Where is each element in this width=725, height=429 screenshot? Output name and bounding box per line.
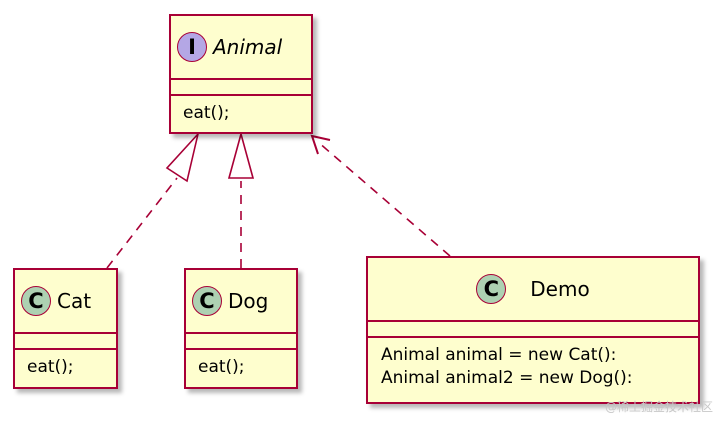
attributes-divider — [171, 78, 311, 94]
class-demo-method-2: Animal animal2 = new Dog(): — [381, 368, 633, 388]
class-badge-icon: C — [476, 274, 507, 304]
interface-animal-header: I Animal — [171, 16, 311, 78]
dog-realization-arrowhead — [227, 130, 255, 179]
class-cat[interactable]: C Cat eat(); — [13, 268, 118, 389]
class-cat-name: Cat — [57, 289, 92, 313]
class-cat-method: eat(); — [27, 357, 74, 377]
attributes-divider — [368, 320, 698, 336]
class-demo-name: Demo — [530, 277, 590, 301]
class-dog[interactable]: C Dog eat(); — [184, 268, 298, 389]
class-demo-method-1: Animal animal = new Cat(): — [381, 345, 617, 365]
class-dog-name: Dog — [228, 289, 269, 313]
demo-dependency-line — [317, 141, 451, 257]
interface-animal[interactable]: I Animal eat(); — [169, 14, 313, 134]
watermark: @稀土掘金技术社区 — [604, 400, 713, 414]
class-badge-icon: C — [192, 286, 222, 316]
methods-divider — [15, 348, 116, 350]
cat-realization-arrowhead — [165, 131, 200, 183]
interface-animal-method: eat(); — [183, 103, 230, 123]
class-demo[interactable]: C Demo Animal animal = new Cat(): Animal… — [366, 256, 700, 404]
cat-realization-line — [106, 177, 178, 269]
class-demo-header: C Demo — [368, 258, 698, 320]
class-cat-header: C Cat — [15, 270, 116, 332]
methods-divider — [368, 336, 698, 338]
interface-badge-icon: I — [177, 32, 207, 62]
class-dog-method: eat(); — [198, 357, 245, 377]
class-dog-header: C Dog — [186, 270, 296, 332]
attributes-divider — [15, 332, 116, 348]
methods-divider — [186, 348, 296, 350]
class-badge-icon: C — [21, 286, 51, 316]
interface-animal-name: Animal — [213, 35, 283, 59]
methods-divider — [171, 94, 311, 96]
attributes-divider — [186, 332, 296, 348]
class-demo-members: Animal animal = new Cat(): Animal animal… — [368, 338, 698, 390]
demo-dependency-arrowhead — [310, 134, 331, 155]
